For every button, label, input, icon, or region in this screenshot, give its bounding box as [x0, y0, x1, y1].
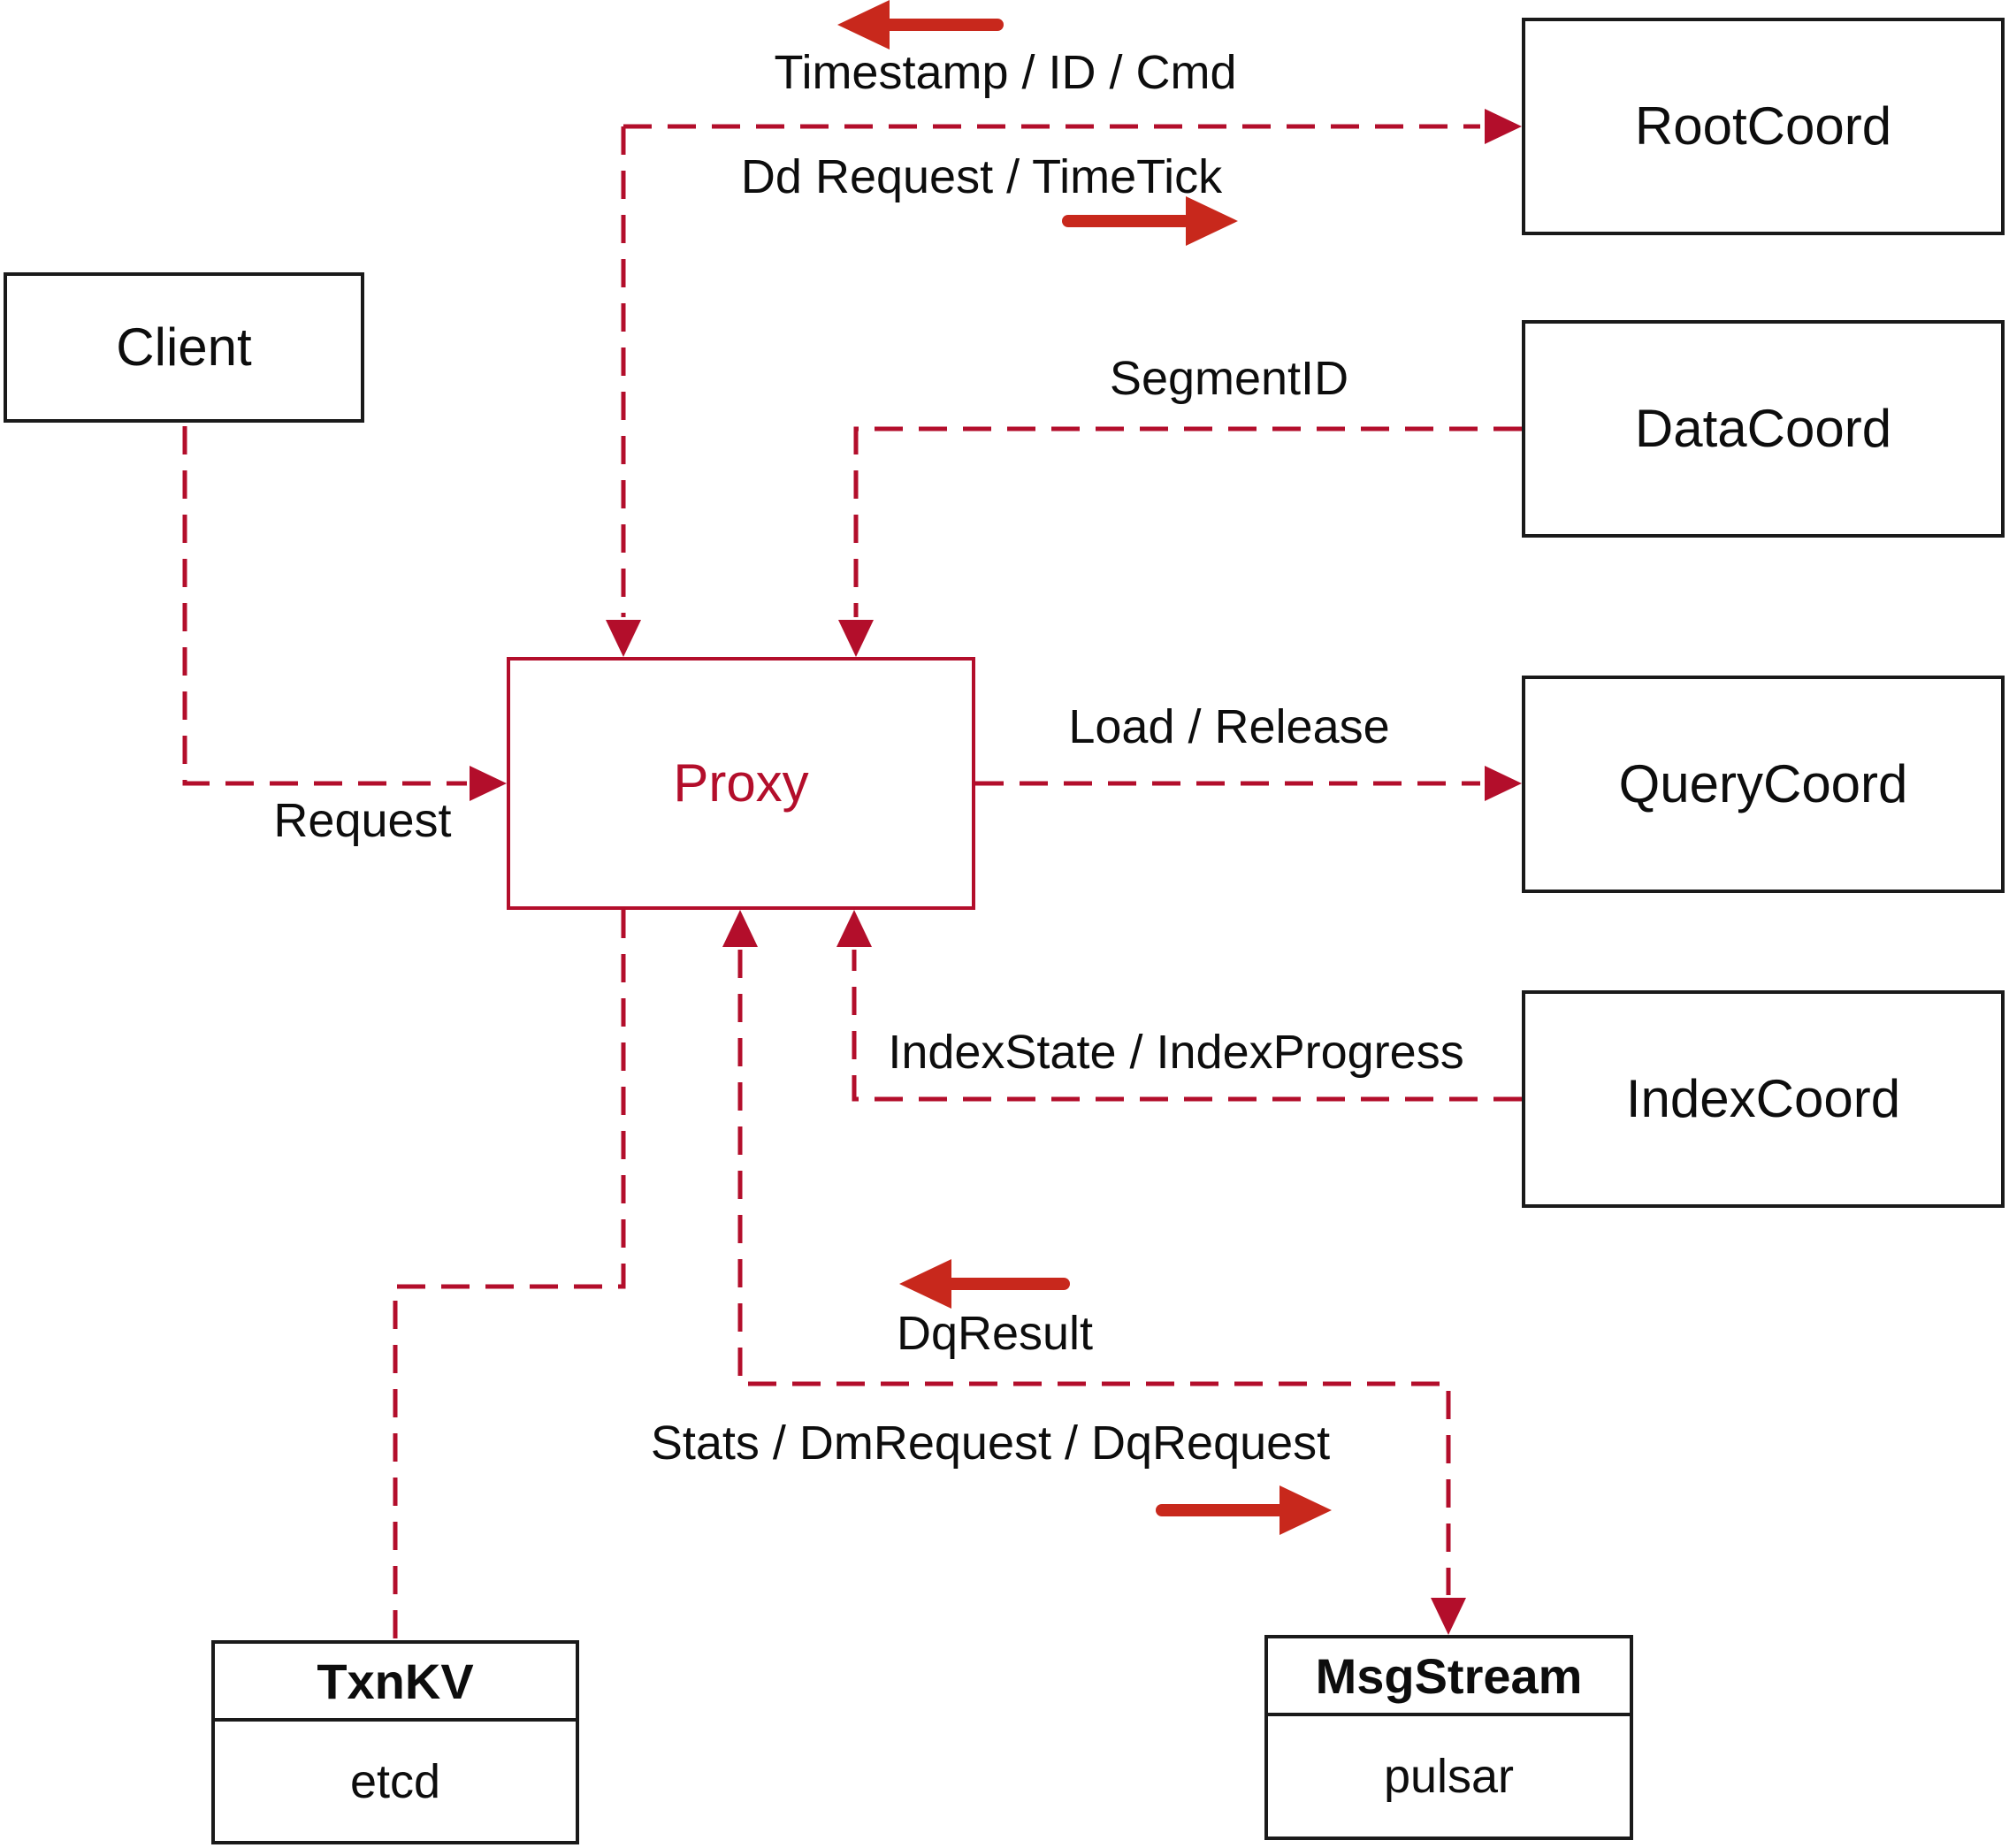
node-msgstream: MsgStream pulsar — [1264, 1635, 1633, 1840]
arrowhead-into-rootcoord-icon — [1485, 109, 1522, 144]
wire-indexcoord-proxy — [852, 950, 1522, 1102]
node-rootcoord-label: RootCoord — [1634, 96, 1892, 156]
node-msgstream-sublabel: pulsar — [1383, 1750, 1515, 1803]
node-msgstream-title: MsgStream — [1268, 1638, 1630, 1716]
edge-label-load-release: Load / Release — [1068, 700, 1390, 753]
node-txnkv-title: TxnKV — [215, 1644, 576, 1722]
node-querycoord: QueryCoord — [1522, 676, 2005, 893]
arrowhead-into-msgstream-icon — [1431, 1598, 1466, 1635]
direction-arrow-left-middle-icon — [899, 1259, 951, 1309]
node-client: Client — [4, 272, 364, 423]
arrowhead-into-proxy-bottom-left-icon — [722, 910, 758, 947]
wire-client-proxy — [182, 426, 467, 786]
edge-label-timestamp-id-cmd: Timestamp / ID / Cmd — [774, 46, 1237, 99]
node-proxy-label: Proxy — [673, 753, 809, 813]
arrowhead-into-querycoord-icon — [1485, 766, 1522, 801]
wire-proxy-txnkv — [393, 910, 626, 1638]
arrowhead-into-proxy-top-right-icon — [838, 620, 874, 657]
direction-arrow-right-top-icon — [1186, 196, 1238, 246]
edge-label-index-state-progress: IndexState / IndexProgress — [888, 1026, 1464, 1079]
edge-label-request: Request — [273, 794, 452, 847]
node-datacoord: DataCoord — [1522, 320, 2005, 538]
edge-label-segment-id: SegmentID — [1109, 352, 1349, 405]
arrowhead-into-proxy-left-icon — [470, 766, 507, 801]
node-querycoord-label: QueryCoord — [1618, 754, 1908, 813]
node-datacoord-label: DataCoord — [1634, 399, 1892, 458]
node-indexcoord: IndexCoord — [1522, 990, 2005, 1208]
node-txnkv: TxnKV etcd — [211, 1640, 579, 1844]
node-txnkv-sublabel: etcd — [349, 1754, 441, 1808]
node-proxy: Proxy — [507, 657, 975, 910]
direction-arrow-left-top-icon — [837, 0, 890, 50]
node-rootcoord: RootCoord — [1522, 18, 2005, 235]
wire-proxy-msgstream — [737, 950, 1451, 1595]
edge-label-stats-dm-dq-request: Stats / DmRequest / DqRequest — [650, 1417, 1331, 1470]
edge-label-dd-request-timetick: Dd Request / TimeTick — [740, 150, 1223, 203]
wire-datacoord-proxy — [853, 426, 1522, 617]
direction-arrow-right-bottom-icon — [1279, 1485, 1332, 1535]
arrowhead-into-proxy-bottom-right-icon — [836, 910, 872, 947]
node-indexcoord-label: IndexCoord — [1625, 1069, 1901, 1128]
node-client-label: Client — [116, 317, 252, 377]
edge-label-dq-result: DqResult — [896, 1307, 1094, 1360]
arrowhead-into-proxy-top-left-icon — [606, 620, 641, 657]
